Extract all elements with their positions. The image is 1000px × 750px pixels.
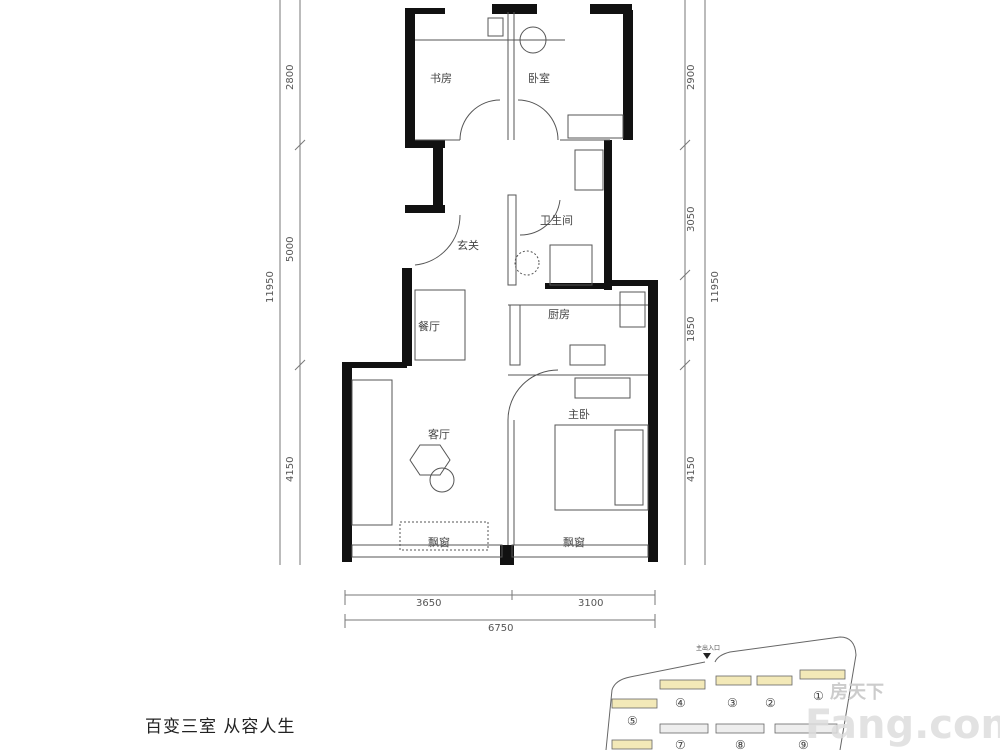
watermark-cn: 房天下 <box>830 681 884 703</box>
building-2: ② <box>765 696 776 710</box>
dim-right-3: 1850 <box>686 317 697 342</box>
dim-bottom-2: 3100 <box>578 598 603 609</box>
dim-bottom-total: 6750 <box>488 623 513 634</box>
dim-left-total: 11950 <box>265 271 276 303</box>
room-bathroom: 卫生间 <box>540 213 573 227</box>
room-dining: 餐厅 <box>418 319 440 333</box>
dim-right-2: 3050 <box>686 207 697 232</box>
bay-window-master: 飘窗 <box>563 535 585 549</box>
slogan: 百变三室 从容人生 <box>145 717 296 737</box>
dim-left-2: 5000 <box>285 237 296 262</box>
dim-right-total: 11950 <box>710 271 721 303</box>
dim-left-3: 4150 <box>285 457 296 482</box>
dim-right-1: 2900 <box>686 65 697 90</box>
building-4: ④ <box>675 696 686 710</box>
building-3: ③ <box>727 696 738 710</box>
watermark-en: Fang.com <box>805 702 1000 748</box>
walls <box>342 4 658 565</box>
dim-bottom-1: 3650 <box>416 598 441 609</box>
interior-lines <box>351 12 649 558</box>
dim-right-4: 4150 <box>686 457 697 482</box>
bay-window-living: 飘窗 <box>428 535 450 549</box>
room-master-bedroom: 主卧 <box>568 408 590 421</box>
site-entrance-label: 主出入口 <box>696 644 720 652</box>
building-1: ① <box>813 689 824 703</box>
room-foyer: 玄关 <box>457 238 479 252</box>
room-living: 客厅 <box>428 427 450 441</box>
dimension-lines <box>279 0 706 628</box>
watermark: 房天下 Fang.com <box>805 681 1000 748</box>
dim-left-1: 2800 <box>285 65 296 90</box>
site-plan: 主出入口 ① ② ③ ④ ⑤ ⑦ ⑧ ⑨ <box>605 636 857 750</box>
building-8: ⑧ <box>735 738 746 750</box>
building-9: ⑨ <box>798 738 809 750</box>
building-5: ⑤ <box>627 714 638 728</box>
room-study: 书房 <box>430 72 452 85</box>
room-kitchen: 厨房 <box>548 308 570 321</box>
room-bedroom: 卧室 <box>528 71 550 85</box>
building-7: ⑦ <box>675 738 686 750</box>
